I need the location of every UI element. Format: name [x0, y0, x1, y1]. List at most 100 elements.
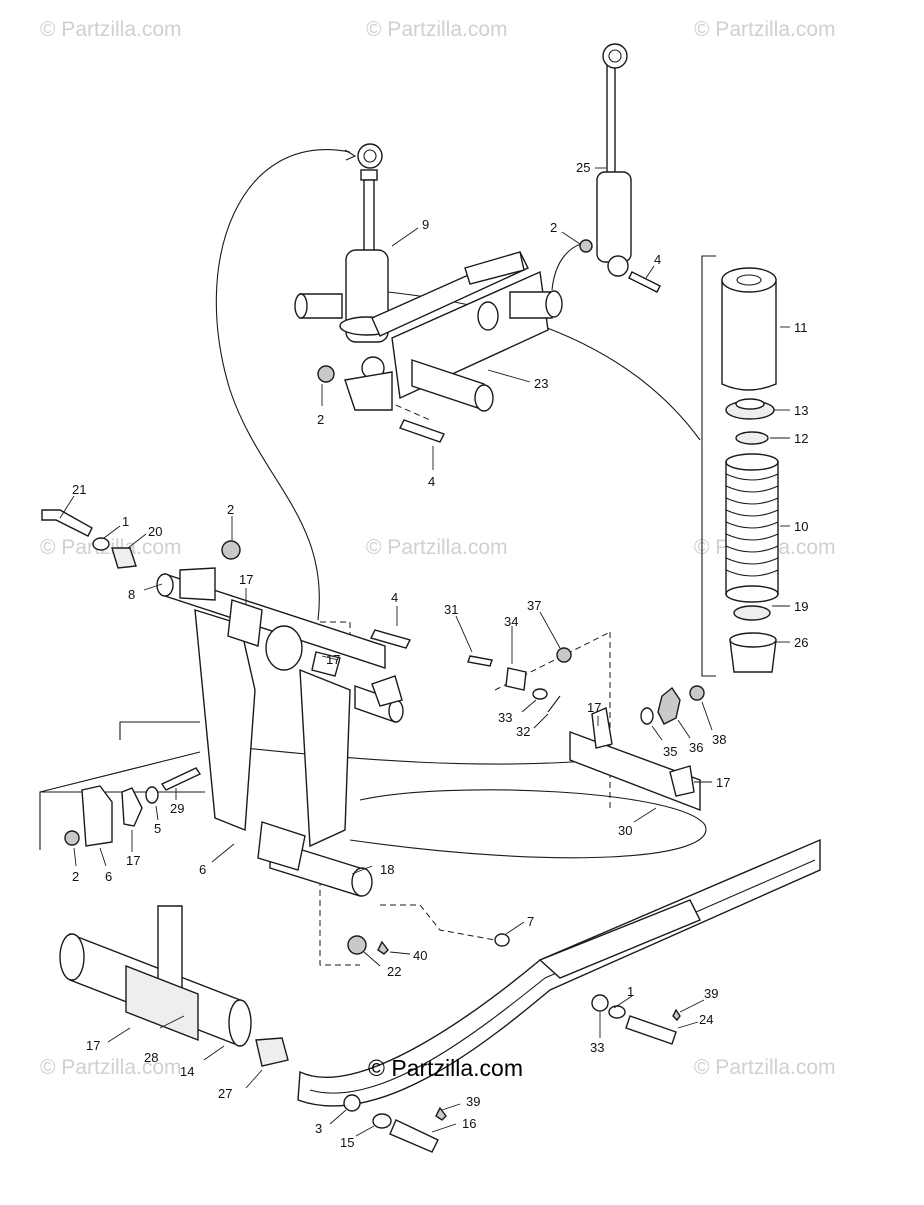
bushing-27 [255, 1037, 289, 1067]
leader-8 [143, 583, 163, 591]
leader-36 [677, 719, 691, 739]
callout-35: 35 [663, 744, 677, 759]
bolt-4-upper [628, 271, 661, 293]
callout-34: 34 [504, 614, 518, 629]
upper-shock-eye-top [602, 43, 628, 69]
pin-31 [467, 655, 493, 667]
bolt-16 [389, 1119, 439, 1153]
nut-2-plate [64, 830, 80, 846]
callout-20: 20 [148, 524, 162, 539]
shaft-14-end [59, 933, 85, 981]
callout-26: 26 [794, 635, 808, 650]
washer-5 [145, 786, 159, 804]
leader-16 [431, 1123, 457, 1133]
callout-28: 28 [144, 1050, 158, 1065]
callout-25: 25 [576, 160, 590, 175]
leader-40 [389, 951, 411, 955]
drop-40 [377, 940, 389, 955]
upper-shock-25 [579, 43, 661, 293]
watermark-top-left: © Partzilla.com [40, 18, 182, 41]
watermark-middle-center: © Partzilla.com [366, 536, 508, 559]
callout-5: 5 [154, 821, 161, 836]
plate-6-small [81, 785, 113, 847]
callout-39-lower: 39 [466, 1094, 480, 1109]
rail-inner-line [309, 859, 816, 1094]
callout-6-arm: 6 [199, 862, 206, 877]
leader-2a [561, 231, 581, 245]
leader-18 [351, 865, 373, 875]
arm-bracket-right [371, 675, 403, 707]
washer-33-mid [532, 688, 548, 700]
bolt-29 [160, 767, 202, 791]
washer-12 [735, 431, 769, 445]
callout-37: 37 [527, 598, 541, 613]
leader-5 [155, 805, 159, 821]
watermark-top-center: © Partzilla.com [366, 18, 508, 41]
callout-21: 21 [72, 482, 86, 497]
shaft-bracket-left [344, 371, 393, 411]
washer-7 [494, 933, 510, 947]
main-shock-9 [339, 143, 395, 380]
arm-side-left [194, 609, 256, 832]
bolt-21 [41, 509, 93, 537]
leader-31 [455, 615, 473, 653]
rail-hardware [372, 1005, 681, 1153]
callout-2-shaft: 2 [317, 412, 324, 427]
callout-17-arm-mid: 17 [326, 652, 340, 667]
cross-shaft-23 [294, 251, 563, 412]
leader-1b [613, 995, 633, 1009]
leader-7 [505, 921, 525, 935]
arm-bottom-tube-end [351, 867, 373, 897]
callout-13: 13 [794, 403, 808, 418]
bolt-4-shaft [399, 419, 445, 443]
leader-39a [679, 999, 705, 1013]
callout-17-lower: 17 [86, 1038, 100, 1053]
rail-top-flange [538, 899, 701, 979]
spring-kit-bracket [701, 255, 716, 677]
callout-2-plate: 2 [72, 869, 79, 884]
callout-27: 27 [218, 1086, 232, 1101]
callout-16: 16 [462, 1116, 476, 1131]
nut-2-arm [221, 540, 241, 560]
leader-20 [127, 533, 147, 549]
callout-19: 19 [794, 599, 808, 614]
bumper-11-top [721, 267, 777, 293]
drop-39-lower [435, 1106, 447, 1121]
nut-37 [556, 647, 572, 663]
leader-22 [363, 951, 381, 967]
slide-block-17-left [591, 707, 613, 749]
callout-1-rail: 1 [627, 984, 634, 999]
leader-38 [701, 701, 713, 731]
bumper-11 [721, 279, 777, 391]
frame-line-1 [119, 721, 200, 740]
callout-12: 12 [794, 431, 808, 446]
upper-shock-rod [606, 59, 616, 176]
callout-29: 29 [170, 801, 184, 816]
nut-38 [689, 685, 705, 701]
arm-lower-bracket [257, 821, 306, 871]
callout-6-plate: 6 [105, 869, 112, 884]
cup-13-top [735, 398, 765, 410]
mid-hardware [347, 647, 705, 955]
slide-loop-line [349, 789, 707, 859]
slide-block-17-right [669, 765, 695, 797]
leader-37 [539, 611, 561, 649]
spring-kit [721, 267, 779, 673]
seat-19 [733, 605, 771, 621]
watermark-middle-left: © Partzilla.com [40, 536, 182, 559]
leader-39b [441, 1103, 461, 1111]
bolt-24 [625, 1015, 677, 1045]
nut-22 [347, 935, 367, 955]
leader-9 [391, 227, 419, 247]
leader-23 [487, 369, 531, 383]
leaders [59, 167, 790, 1137]
callout-7: 7 [527, 914, 534, 929]
washer-3 [343, 1094, 361, 1112]
washer-1-rail [608, 1005, 626, 1019]
slider-plate-17-upper [227, 599, 263, 647]
leader-17f [107, 1027, 131, 1043]
callout-33-mid: 33 [498, 710, 512, 725]
arm-bushing [265, 625, 303, 671]
arm-to-slide-line [244, 747, 601, 765]
